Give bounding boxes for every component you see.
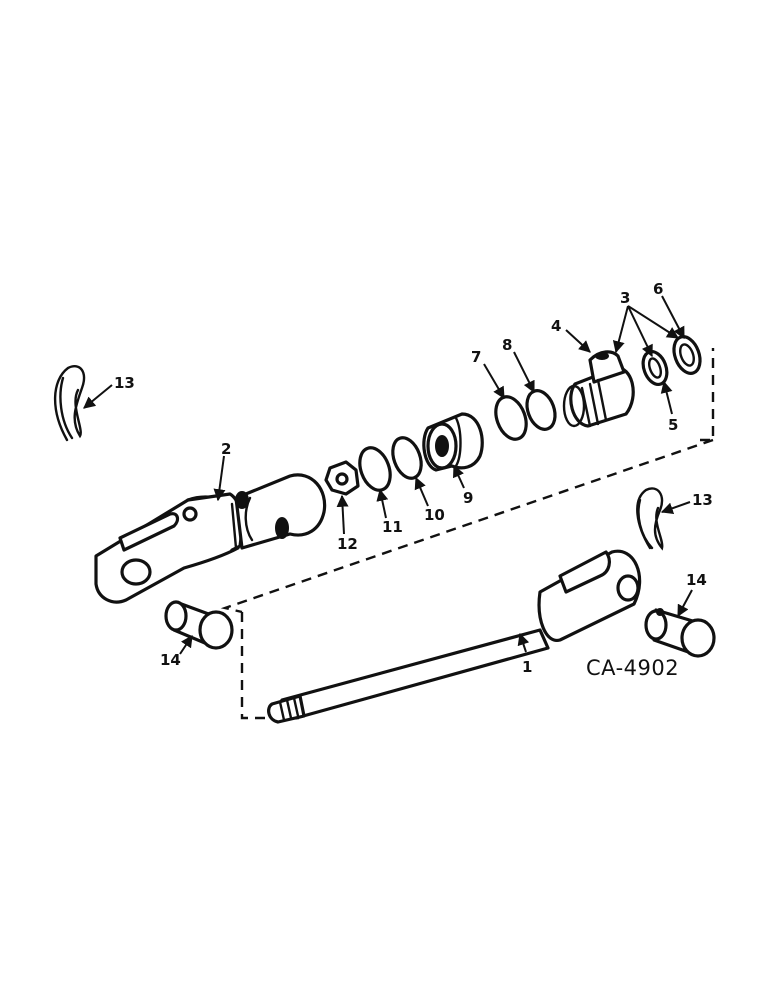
callout-6: 6 (653, 280, 663, 298)
callout-4: 4 (551, 317, 561, 335)
callout-14-right: 14 (686, 571, 707, 589)
clevis-cylinder-barrel (94, 473, 327, 604)
callout-13-left: 13 (114, 374, 135, 392)
callout-7: 7 (471, 348, 481, 366)
callout-14-left: 14 (160, 651, 181, 669)
callout-10: 10 (424, 506, 445, 524)
backup-ring-10 (391, 436, 423, 480)
piston (422, 412, 484, 472)
callout-1: 1 (522, 658, 532, 676)
callout-8: 8 (502, 336, 512, 354)
callout-leaders (83, 295, 693, 655)
wiper-6 (672, 335, 702, 375)
hitch-pin-clip-left (53, 365, 86, 442)
o-ring-7 (494, 395, 528, 441)
seal-5 (641, 349, 669, 387)
callout-2: 2 (221, 440, 231, 458)
callout-5: 5 (668, 416, 678, 434)
clevis-pin-right (644, 608, 716, 658)
piston-rod (267, 549, 642, 724)
callout-9: 9 (463, 489, 473, 507)
callout-12: 12 (337, 535, 358, 553)
cylinder-gland (562, 350, 635, 428)
o-ring-11 (358, 446, 392, 492)
hitch-pin-clip-right (636, 487, 664, 551)
callout-3: 3 (620, 289, 630, 307)
callout-11: 11 (382, 518, 403, 536)
hex-nut (324, 460, 360, 496)
clevis-pin-left (164, 600, 234, 650)
callout-13-right: 13 (692, 491, 713, 509)
figure-id: CA-4902 (586, 656, 679, 680)
